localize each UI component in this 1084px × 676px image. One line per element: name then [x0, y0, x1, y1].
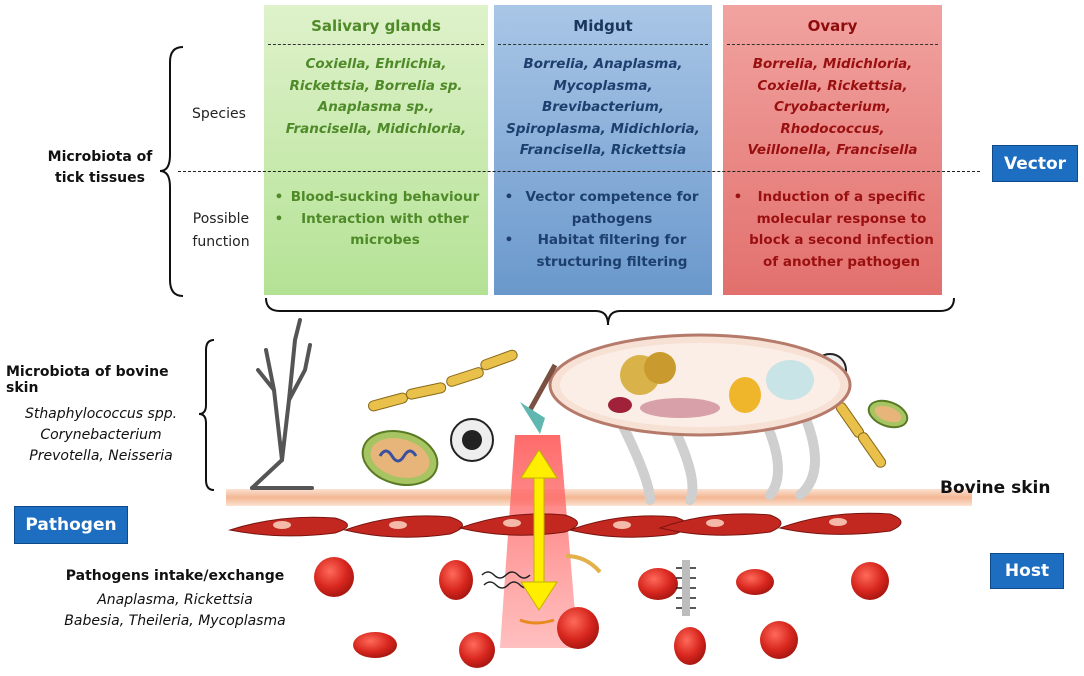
species-line: Coxiella, Ehrlichia, [305, 56, 447, 72]
function-row-label-1: Possible [192, 211, 250, 227]
panel-divider [268, 44, 484, 45]
pathogens-line: Babesia, Theileria, Mycoplasma [64, 613, 286, 629]
skin-species-line: Corynebacterium [40, 427, 162, 443]
species-line: Francisella, Rickettsia [519, 142, 687, 158]
species-list: Borrelia, Midichloria, Coxiella, Rickett… [729, 54, 936, 162]
skin-microbiota-list: Sthaphylococcus spp. Corynebacterium Pre… [6, 404, 196, 467]
species-list: Borrelia, Anaplasma, Mycoplasma, Breviba… [500, 54, 706, 162]
bovine-skin-label: Bovine skin [940, 478, 1051, 498]
function-list: • Blood-sucking behaviour • Interaction … [270, 187, 482, 252]
skin-band [226, 489, 972, 506]
hyphae [250, 318, 314, 490]
panel-title: Midgut [573, 17, 633, 35]
species-line: Borrelia, Anaplasma, [523, 56, 683, 72]
function-list: • Induction of a specific molecular resp… [729, 187, 936, 273]
function-item: • Blood-sucking behaviour [270, 187, 482, 209]
species-line: Francisella, Midichloria, [285, 120, 467, 137]
skin-species-line: Sthaphylococcus spp. [24, 406, 178, 422]
tick-illustration [520, 333, 852, 505]
function-item: • Interaction with other microbes [270, 209, 482, 252]
panel-divider [727, 44, 938, 45]
panel-title: Salivary glands [311, 17, 441, 35]
oval-bacterium [361, 399, 909, 486]
row-divider [178, 171, 980, 172]
left-bracket-top [159, 46, 184, 297]
tick-microbiota-label-1: Microbiota of [47, 149, 153, 165]
panel-midgut: Midgut Borrelia, Anaplasma, Mycoplasma, … [494, 5, 712, 295]
function-item: • Habitat filtering for structuring filt… [500, 230, 706, 273]
skin-microbiota-title: Microbiota of bovine skin [6, 364, 169, 396]
panel-title: Ovary [807, 17, 858, 35]
rod-bacteria [368, 349, 887, 468]
species-line: Cryobacterium, [773, 99, 892, 115]
panel-salivary-glands: Salivary glands Coxiella, Ehrlichia, Ric… [264, 5, 488, 295]
skin-species-line: Prevotella, Neisseria [29, 448, 173, 464]
species-row-label: Species [192, 106, 246, 122]
panel-ovary: Ovary Borrelia, Midichloria, Coxiella, R… [723, 5, 942, 295]
function-item: • Vector competence for pathogens [500, 187, 706, 230]
species-line: Rhodococcus, [780, 120, 885, 137]
panel-divider [498, 44, 708, 45]
pathogens-line: Anaplasma, Rickettsia [97, 592, 253, 608]
bullet-icon: • [504, 189, 514, 205]
bottom-bracket [265, 297, 955, 326]
function-row-label-2: function [192, 234, 250, 250]
exchange-arrow [520, 449, 558, 611]
bullet-icon: • [274, 210, 284, 227]
species-line: Anaplasma sp., [317, 99, 435, 115]
function-item: • Induction of a specific molecular resp… [729, 187, 936, 273]
species-line: Coxiella, Rickettsia, [757, 77, 908, 94]
skin-bracket [198, 339, 215, 491]
species-line: Borrelia, Midichloria, [752, 56, 913, 72]
bullet-icon: • [733, 189, 743, 205]
tick-microbiota-label-2: tick tissues [55, 170, 145, 186]
host-badge: Host [990, 553, 1064, 589]
function-list: • Vector competence for pathogens • Habi… [500, 187, 706, 273]
species-line: Spiroplasma, Midichloria, [506, 120, 700, 137]
pathogen-badge: Pathogen [14, 506, 128, 544]
species-line: Veillonella, Francisella [747, 142, 918, 158]
species-list: Coxiella, Ehrlichia, Rickettsia, Borreli… [270, 54, 482, 140]
species-line: Mycoplasma, [553, 77, 653, 94]
bullet-icon: • [274, 189, 284, 205]
pathogens-intake-title: Pathogens intake/exchange [65, 568, 285, 584]
vector-badge: Vector [992, 145, 1078, 182]
red-blood-cells [314, 557, 889, 668]
species-line: Rickettsia, Borrelia sp. [289, 77, 463, 94]
species-line: Brevibacterium, [541, 99, 664, 115]
pathogens-intake-list: Anaplasma, Rickettsia Babesia, Theileria… [40, 590, 310, 632]
bullet-icon: • [504, 232, 514, 248]
